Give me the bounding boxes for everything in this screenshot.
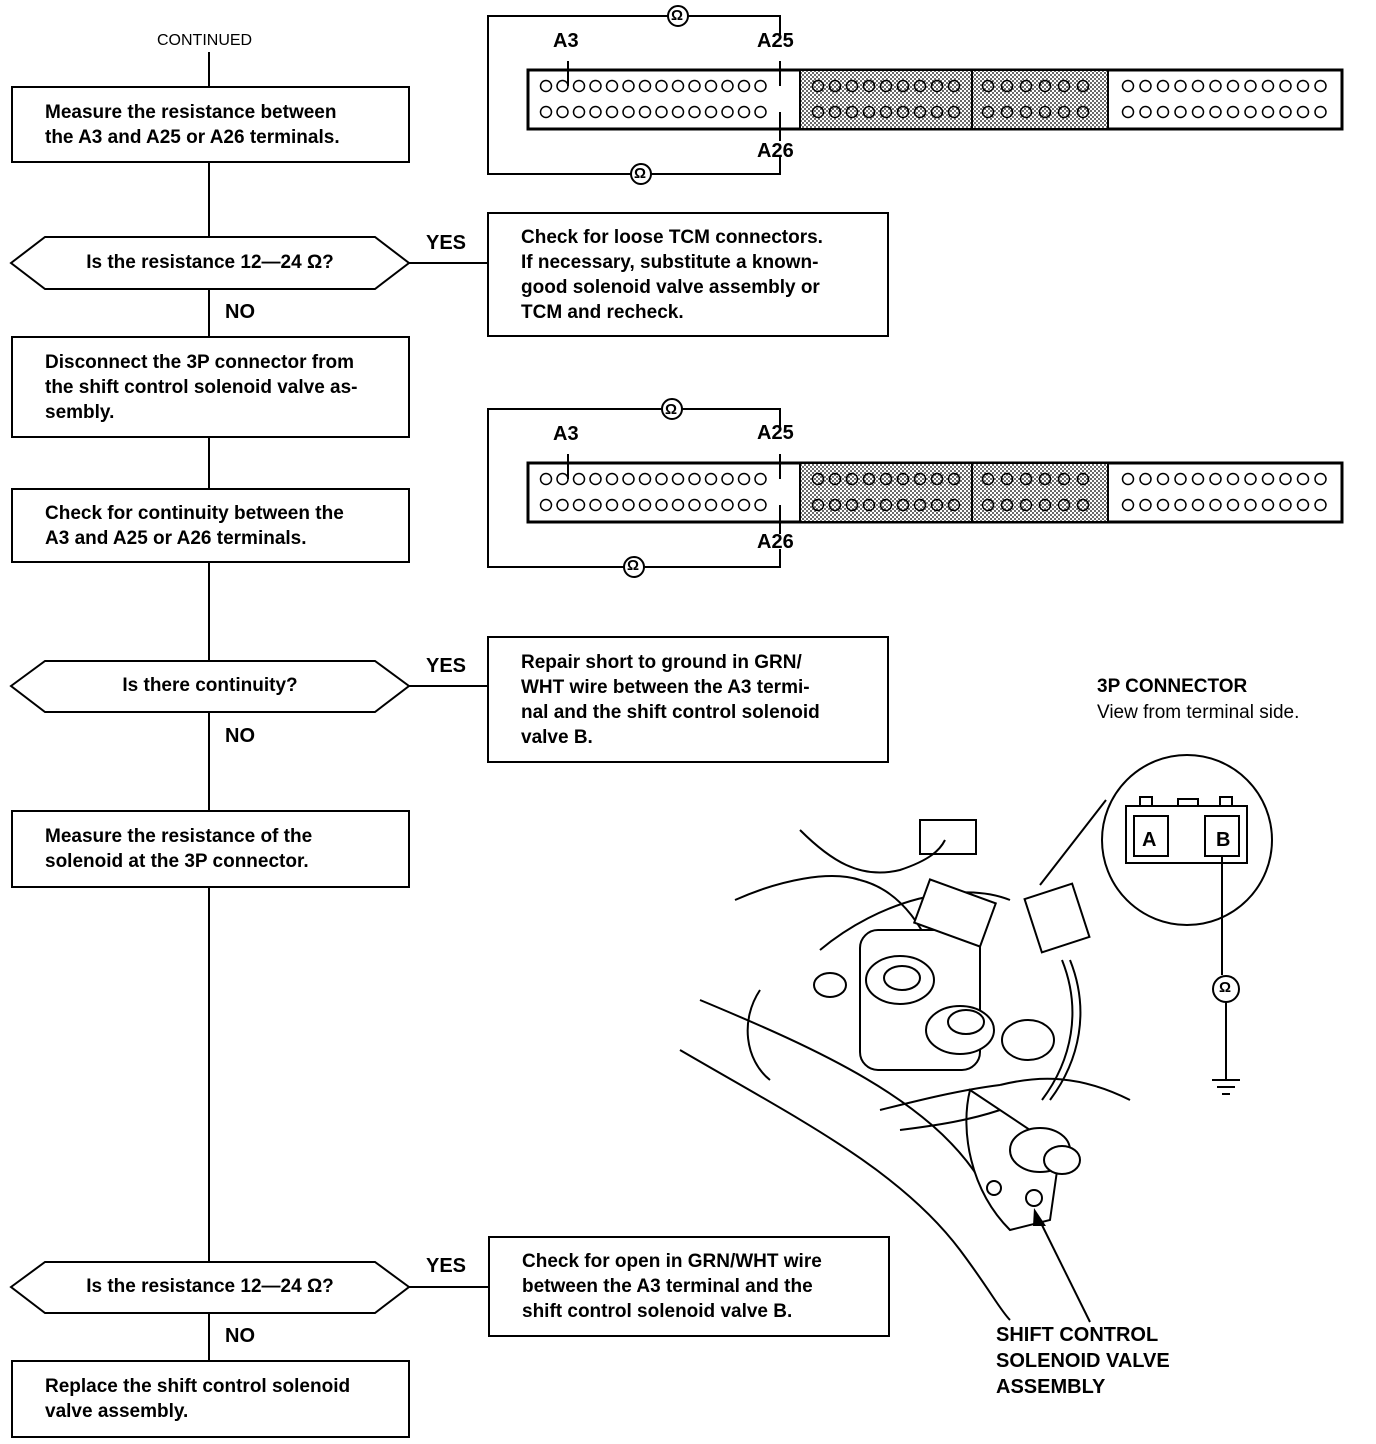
- ohmmeter-3p: Ω: [1219, 979, 1232, 996]
- decision-continuity: Is there continuity?: [122, 675, 298, 696]
- step-measure-solenoid: Measure the resistance of the solenoid a…: [11, 810, 410, 888]
- decision-resistance-2: Is the resistance 12—24 Ω?: [86, 1276, 334, 1297]
- yes-label-1: YES: [426, 232, 467, 254]
- ohmmeter-top-1: Ω: [671, 7, 684, 24]
- result-repair-short: Repair short to ground in GRN/ WHT wire …: [487, 636, 889, 763]
- pin-a-label: A: [1142, 829, 1157, 851]
- ohmmeter-top-2: Ω: [634, 165, 647, 182]
- terminal-a25-mid: A25: [757, 422, 794, 444]
- 3p-connector-title: 3P CONNECTOR: [1097, 676, 1248, 697]
- terminal-a26-top: A26: [757, 140, 794, 162]
- step-replace-solenoid: Replace the shift control solenoid valve…: [11, 1360, 410, 1438]
- solenoid-valve-label: SHIFT CONTROL SOLENOID VALVE ASSEMBLY: [996, 1324, 1170, 1398]
- terminal-a25-top: A25: [757, 30, 794, 52]
- tcm-connector-middle: [487, 398, 1344, 578]
- pin-b-label: B: [1216, 829, 1231, 851]
- tcm-connector-top: [487, 5, 1344, 185]
- terminal-a26-mid: A26: [757, 531, 794, 553]
- no-label-1: NO: [225, 301, 255, 323]
- step-disconnect-3p: Disconnect the 3P connector from the shi…: [11, 336, 410, 438]
- 3p-connector-subtitle: View from terminal side.: [1097, 702, 1300, 723]
- no-label-2: NO: [225, 725, 255, 747]
- step-check-continuity: Check for continuity between the A3 and …: [11, 488, 410, 563]
- yes-label-3: YES: [426, 1255, 467, 1277]
- ohmmeter-mid-1: Ω: [665, 401, 678, 418]
- result-check-open-wire: Check for open in GRN/WHT wire between t…: [488, 1236, 890, 1337]
- ohmmeter-mid-2: Ω: [627, 557, 640, 574]
- continued-label: CONTINUED: [157, 32, 253, 49]
- terminal-a3-top: A3: [553, 30, 579, 52]
- decision-resistance-1: Is the resistance 12—24 Ω?: [86, 252, 334, 273]
- yes-label-2: YES: [426, 655, 467, 677]
- no-label-3: NO: [225, 1325, 255, 1347]
- result-check-loose-connectors: Check for loose TCM connectors. If neces…: [487, 212, 889, 337]
- step-measure-resistance: Measure the resistance between the A3 an…: [11, 86, 410, 163]
- terminal-a3-mid: A3: [553, 423, 579, 445]
